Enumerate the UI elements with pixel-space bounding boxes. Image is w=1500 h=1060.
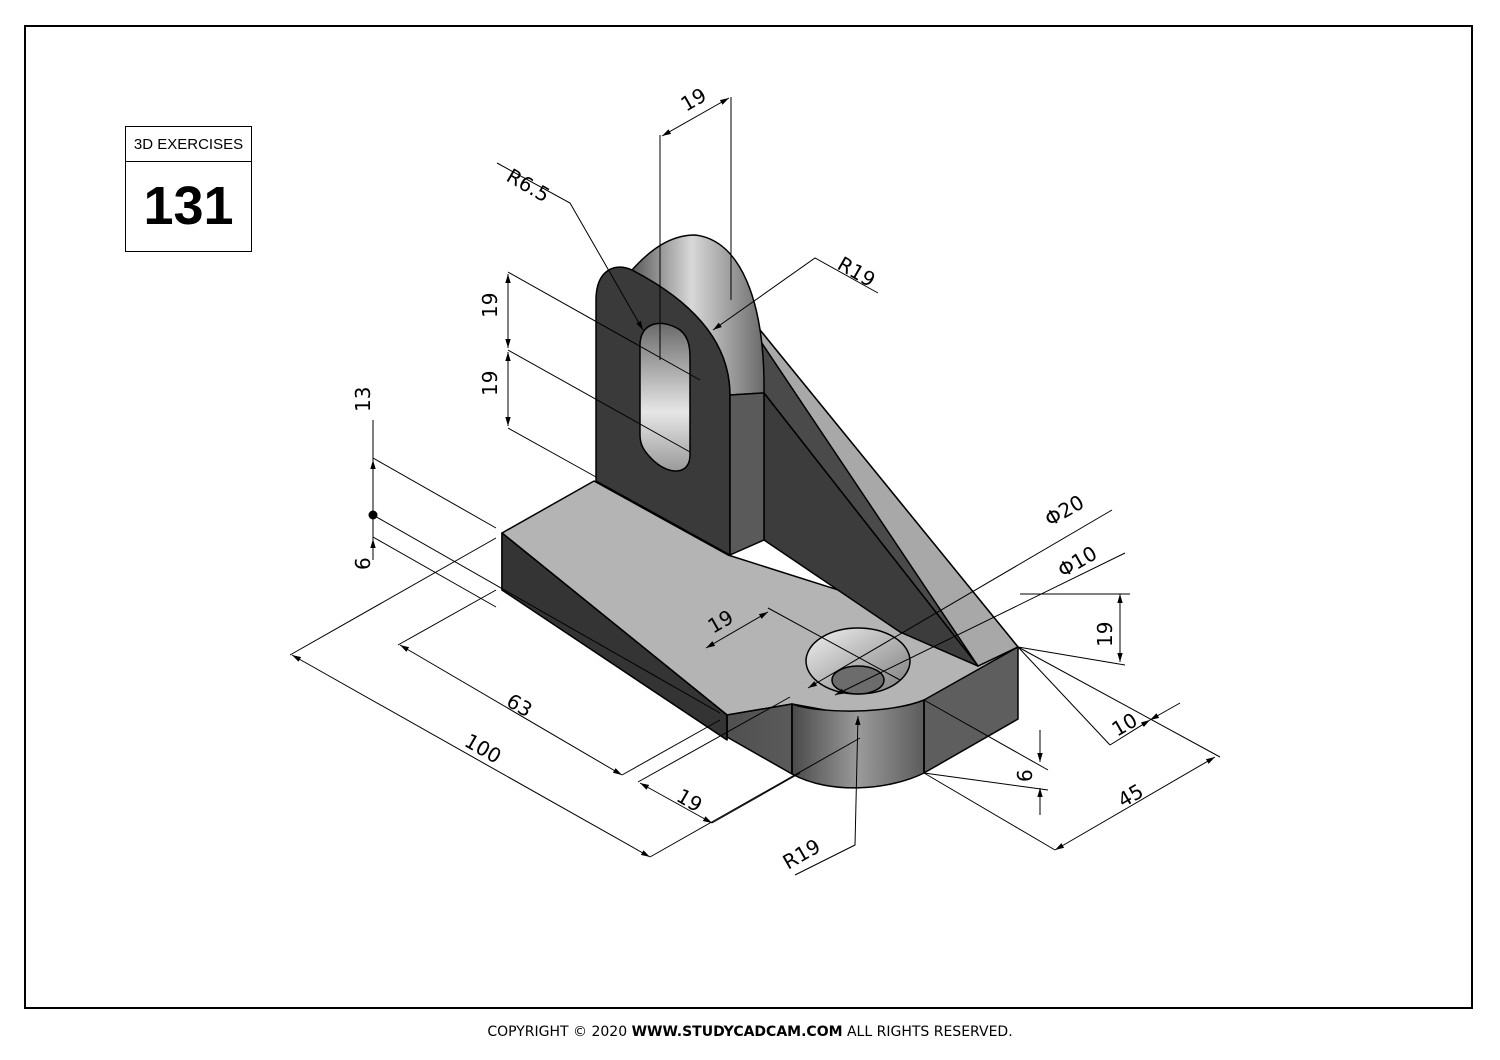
dim-thickness-6: 6 <box>351 557 375 570</box>
extension-line <box>711 772 801 824</box>
dim-right-19: 19 <box>1093 622 1117 647</box>
extension-line <box>507 349 691 453</box>
dim-hole-radius: R6.5 <box>503 164 555 208</box>
drawing-sheet-border <box>24 25 1473 1009</box>
leader-line <box>794 715 861 876</box>
footer-prefix: COPYRIGHT © 2020 <box>487 1024 632 1040</box>
base-rounded-end <box>791 699 925 789</box>
dim-upright-radius: R19 <box>834 252 880 292</box>
extension-line <box>372 536 497 608</box>
extension-line <box>923 772 1056 851</box>
footer-suffix: ALL RIGHTS RESERVED. <box>842 1024 1013 1040</box>
dim-slot-upper: 19 <box>478 293 502 318</box>
dim-slot-lower: 19 <box>478 371 502 396</box>
dim-side-6: 6 <box>1013 769 1037 782</box>
dimension-point <box>368 510 378 520</box>
dim-counterbore-diameter: Φ20 <box>1041 490 1089 531</box>
dimension-line <box>1109 719 1151 746</box>
upright-side-face <box>729 392 765 556</box>
dim-length-63: 63 <box>503 689 537 723</box>
dimension-layer <box>289 97 1221 876</box>
extension-line <box>637 696 791 783</box>
dimension-line <box>705 611 769 649</box>
exercise-number: 131 <box>143 176 234 236</box>
part-body <box>501 234 1019 789</box>
extension-line <box>397 589 497 646</box>
title-block-label: 3D EXERCISES <box>126 127 251 162</box>
dim-width-10: 10 <box>1108 708 1142 742</box>
extension-line <box>923 772 1049 791</box>
extension-line <box>767 607 901 681</box>
dimension-line <box>1054 756 1216 851</box>
dimension-line <box>1149 702 1181 721</box>
extension-line <box>621 719 721 776</box>
leader-line <box>496 162 644 331</box>
dimension-line <box>399 644 623 776</box>
footer-site-link[interactable]: WWW.STUDYCADCAM.COM <box>631 1024 843 1040</box>
dimension-line <box>639 782 713 824</box>
extension-line <box>372 514 721 714</box>
dim-base-19: 19 <box>673 784 707 818</box>
copyright-footer: COPYRIGHT © 2020 WWW.STUDYCADCAM.COM ALL… <box>0 1024 1500 1040</box>
extension-line <box>372 457 497 529</box>
leader-line <box>834 552 1126 696</box>
dim-height-13: 13 <box>351 387 375 412</box>
through-hole <box>831 665 885 695</box>
extension-line <box>289 537 497 656</box>
slot-opening <box>639 322 691 472</box>
dim-base-radius: R19 <box>779 834 825 874</box>
extension-line <box>1017 646 1111 746</box>
extension-line <box>507 427 597 478</box>
extension-line <box>649 737 861 858</box>
extension-line <box>923 699 1049 771</box>
title-block: 3D EXERCISES 131 <box>125 126 252 252</box>
leader-line <box>807 509 1113 689</box>
extension-line <box>507 271 701 381</box>
dimension-line <box>291 654 651 858</box>
extension-line <box>1017 646 1126 666</box>
extension-line <box>1017 646 1221 758</box>
dim-width-45: 45 <box>1114 779 1148 813</box>
dimension-line <box>661 97 730 137</box>
leader-line <box>712 257 879 331</box>
